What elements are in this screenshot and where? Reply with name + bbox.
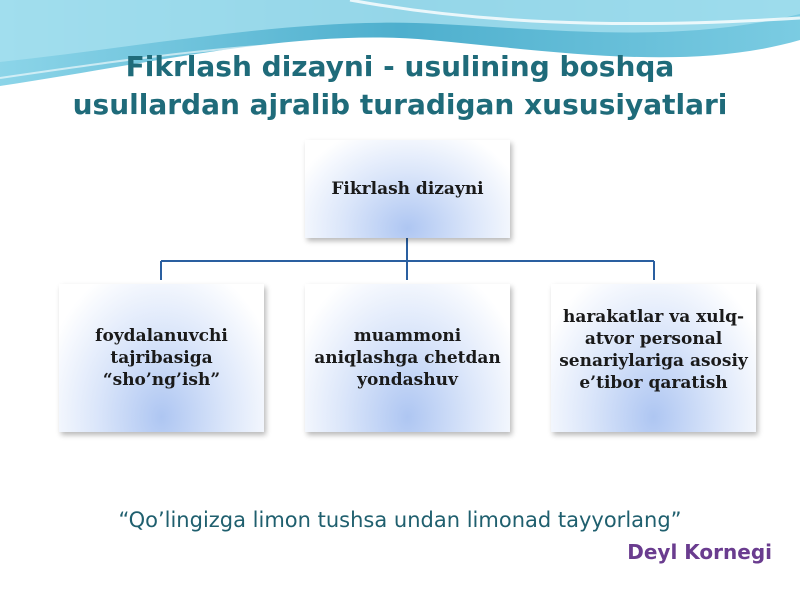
diagram-child-node-1: foydalanuvchi tajribasiga “sho’ng’ish”	[59, 284, 264, 432]
slide-title-line-1: Fikrlash dizayni - usulining boshqa	[125, 50, 675, 83]
diagram-root-label: Fikrlash dizayni	[331, 179, 484, 199]
header-wave-decoration	[0, 0, 800, 86]
quote-author: Deyl Kornegi	[627, 540, 772, 564]
slide-title-line-2: usullardan ajralib turadigan xususiyatla…	[72, 88, 728, 121]
diagram-child-label-1: foydalanuvchi tajribasiga “sho’ng’ish”	[95, 326, 228, 390]
diagram-child-node-2: muammoni aniqlashga chetdan yondashuv	[305, 284, 510, 432]
diagram-child-node-3: harakatlar va xulq-atvor personal senari…	[551, 284, 756, 432]
slide-title: Fikrlash dizayni - usulining boshqa usul…	[20, 48, 780, 124]
diagram-child-label-3: harakatlar va xulq-atvor personal senari…	[559, 307, 748, 393]
diagram-root-node: Fikrlash dizayni	[305, 140, 510, 238]
diagram-child-label-2: muammoni aniqlashga chetdan yondashuv	[314, 326, 501, 390]
quote-text: “Qo’lingizga limon tushsa undan limonad …	[118, 508, 682, 532]
